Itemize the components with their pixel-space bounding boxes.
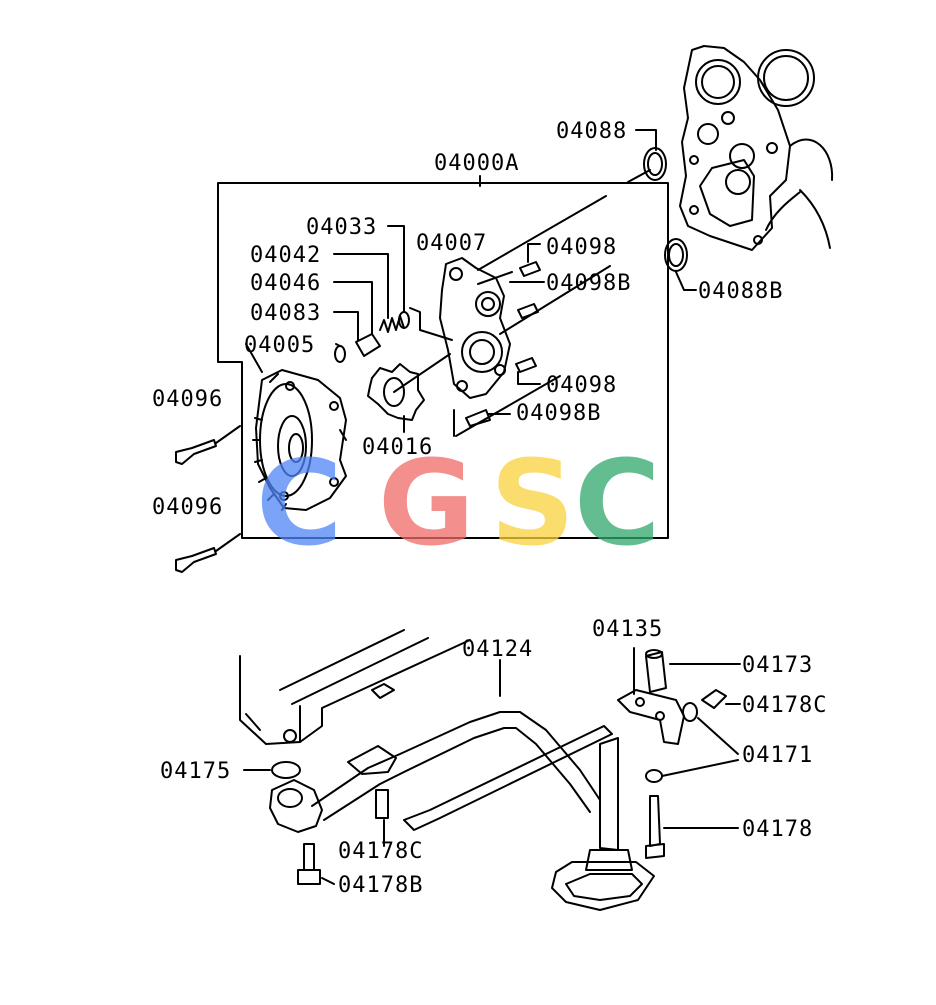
label-04096-upper: 04096 <box>152 387 223 412</box>
bolt-04178c-lower <box>375 789 389 819</box>
label-04016: 04016 <box>362 435 433 460</box>
gear-04016 <box>367 353 451 421</box>
watermark-letter-c2: C <box>574 434 661 572</box>
bolt-04098-lower <box>515 357 537 373</box>
label-04173: 04173 <box>742 653 813 678</box>
cgsc-watermark: C G S C <box>256 434 661 572</box>
engine-case-drawing <box>679 45 834 251</box>
assembly-frame-04000a <box>217 182 669 539</box>
label-04083: 04083 <box>250 301 321 326</box>
label-04124: 04124 <box>462 637 533 662</box>
bolt-04178c-upper <box>701 689 727 709</box>
label-04046: 04046 <box>250 271 321 296</box>
watermark-letter-s: S <box>490 434 575 572</box>
washer-04171-upper <box>682 702 698 722</box>
label-04178c-lower: 04178C <box>338 839 423 864</box>
label-04135: 04135 <box>592 617 663 642</box>
label-04098b-upper: 04098B <box>546 271 631 296</box>
bolt-04178b <box>297 843 321 885</box>
bolt-04096-upper <box>175 439 217 465</box>
bracket-04135 <box>617 689 685 745</box>
label-04178b: 04178B <box>338 873 423 898</box>
collar-04173 <box>645 651 667 693</box>
o-ring-04175 <box>271 761 301 779</box>
watermark-letter-c1: C <box>256 434 343 572</box>
bolt-04096-lower <box>175 547 217 573</box>
label-04088b: 04088B <box>698 279 783 304</box>
label-04178c-upper: 04178C <box>742 693 827 718</box>
label-04098b-lower: 04098B <box>516 401 601 426</box>
label-04178: 04178 <box>742 817 813 842</box>
label-04098-upper: 04098 <box>546 235 617 260</box>
label-04175: 04175 <box>160 759 231 784</box>
washer-04083 <box>334 345 346 363</box>
label-04088: 04088 <box>556 119 627 144</box>
label-04000a: 04000A <box>434 151 519 176</box>
label-04005: 04005 <box>244 333 315 358</box>
watermark-letter-g: G <box>378 434 475 572</box>
label-04033: 04033 <box>306 215 377 240</box>
oil-pipe-04124 <box>269 711 655 911</box>
label-04171: 04171 <box>742 743 813 768</box>
label-04042: 04042 <box>250 243 321 268</box>
label-04098-lower: 04098 <box>546 373 617 398</box>
pump-housing-04005 <box>252 369 347 511</box>
plunger-04046 <box>355 333 381 357</box>
crankcase-drawing <box>239 629 471 745</box>
washer-04171-lower <box>645 769 663 783</box>
bolt-04098b-lower <box>465 409 491 427</box>
pump-cover-04007 <box>439 257 511 399</box>
bolt-04178 <box>645 795 665 859</box>
label-04007: 04007 <box>416 231 487 256</box>
bolt-04098b-upper <box>517 303 539 319</box>
label-04096-lower: 04096 <box>152 495 223 520</box>
bolt-04098-upper <box>519 261 541 277</box>
